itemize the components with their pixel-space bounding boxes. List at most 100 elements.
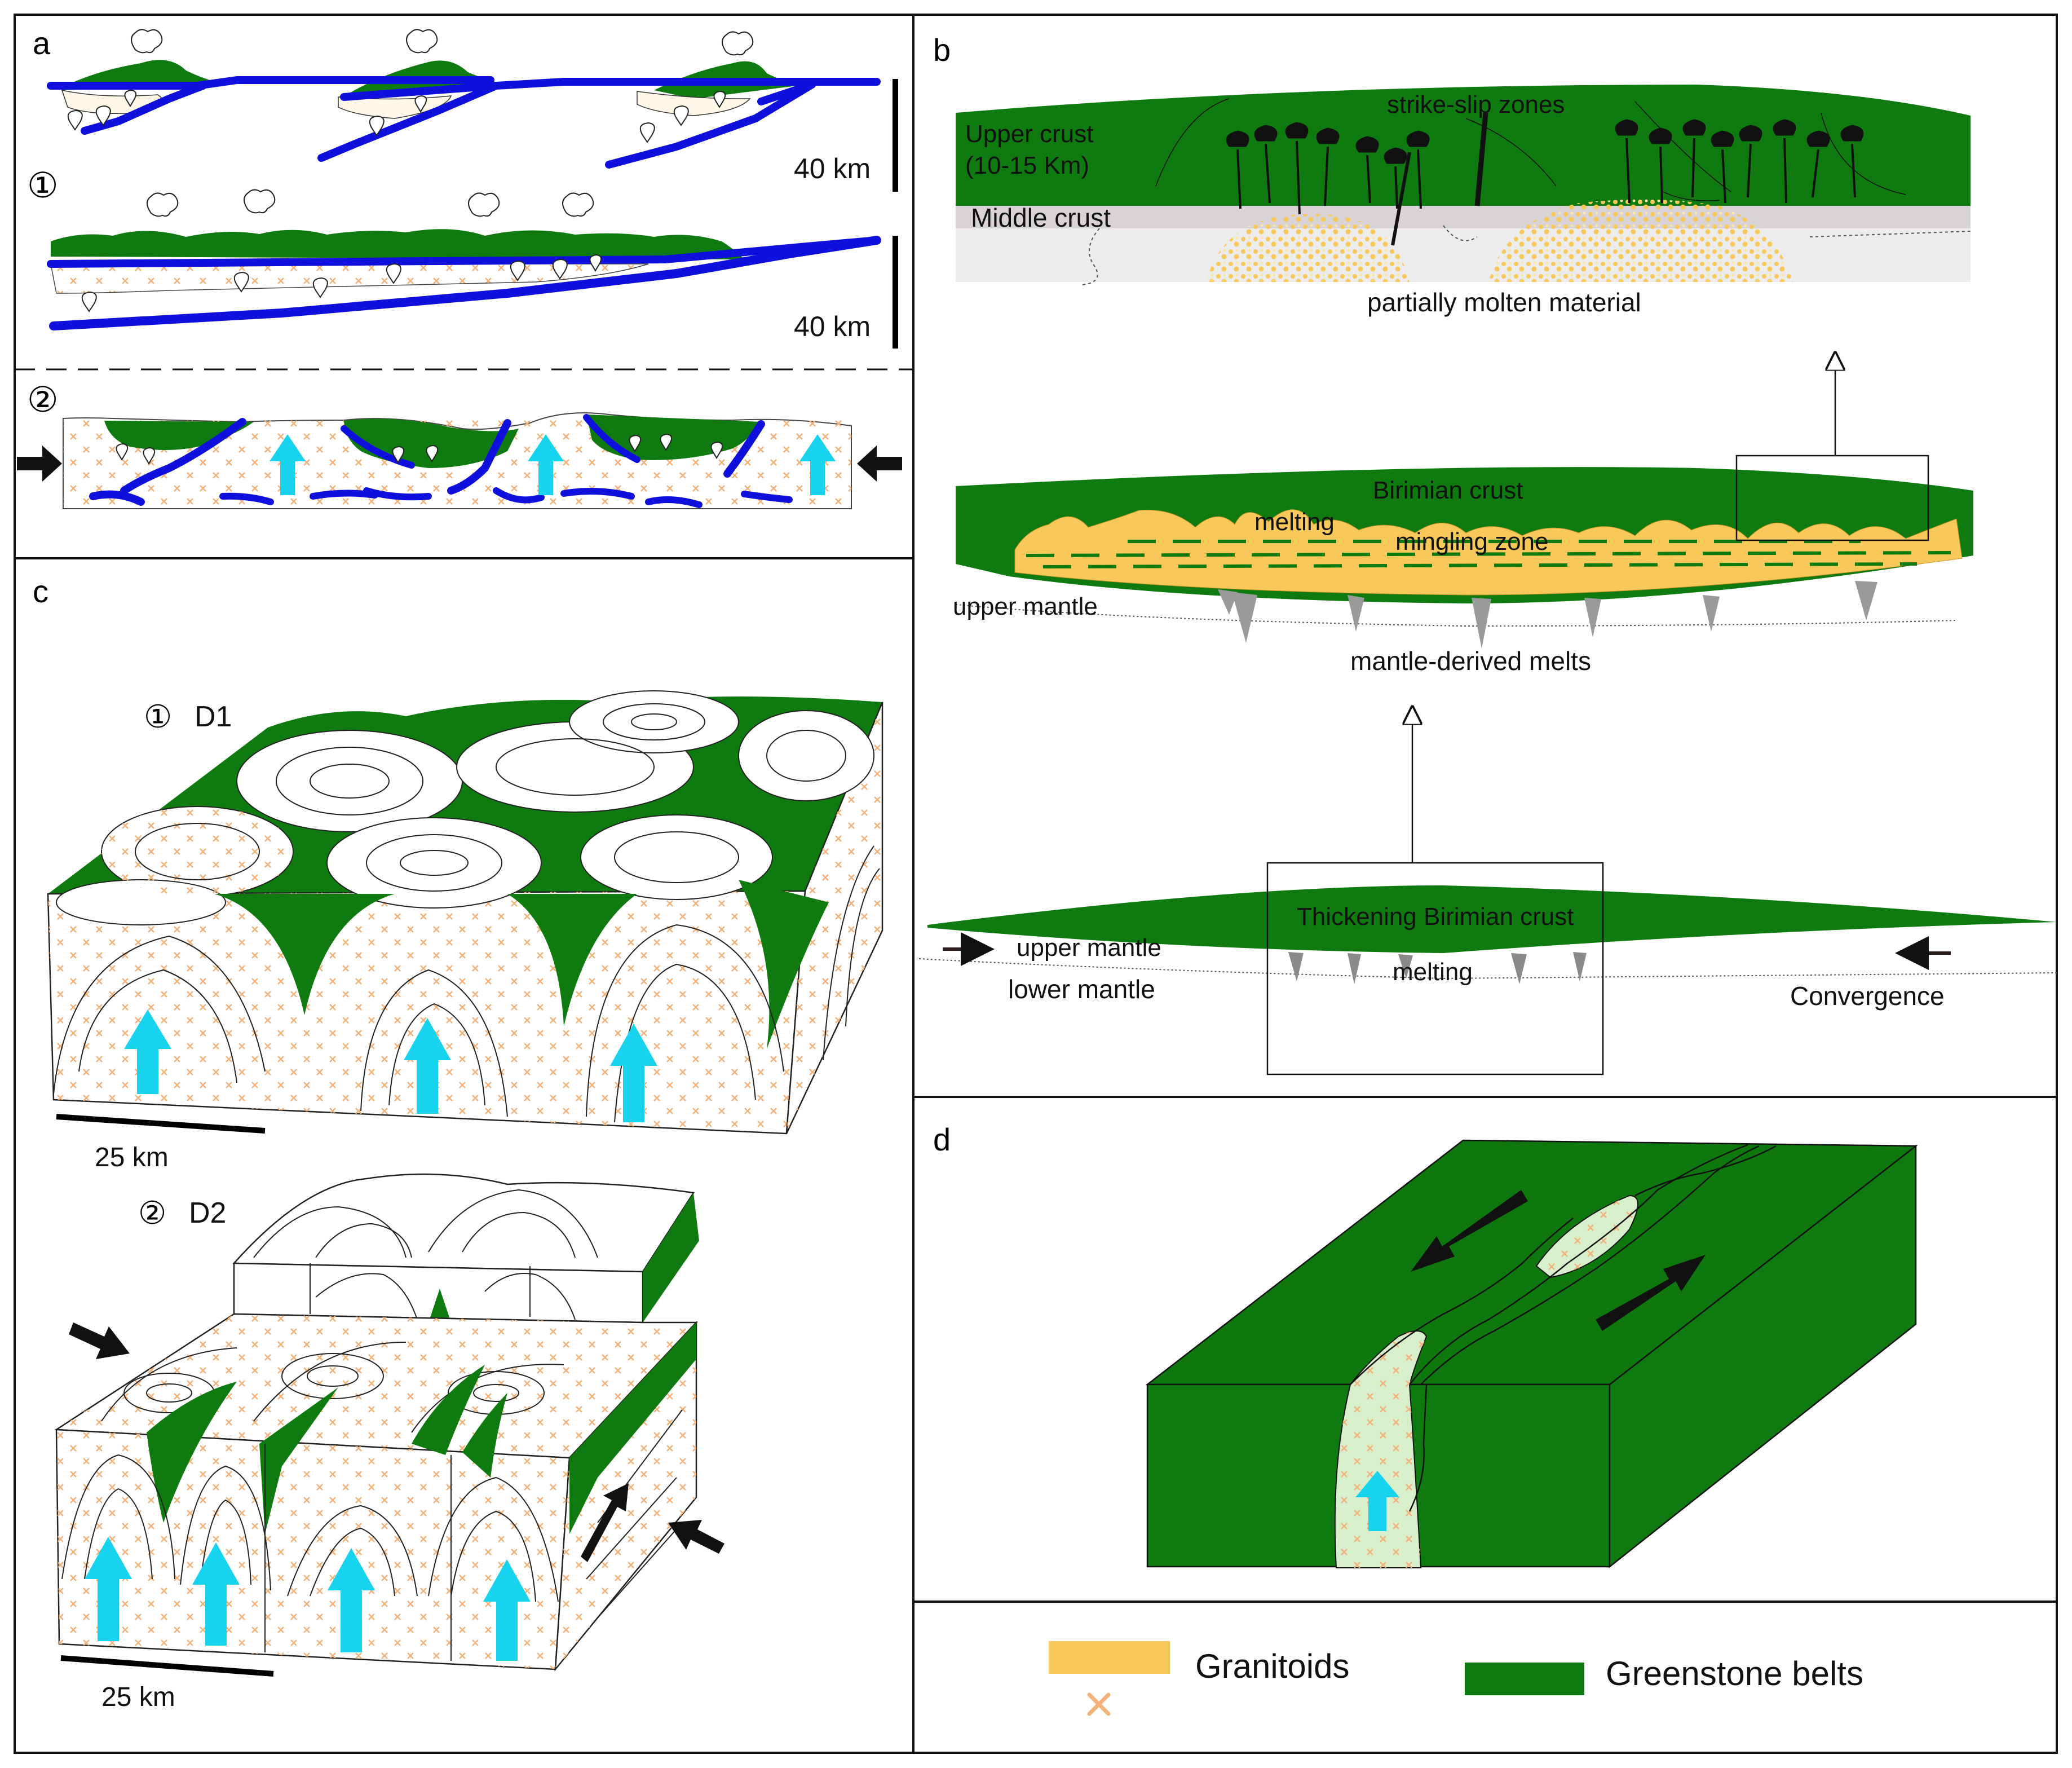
strike-slip-line-2 [1391, 152, 1411, 246]
slab-3 [605, 81, 816, 169]
panel-b: b [918, 32, 2057, 1075]
panel-c: c [33, 574, 883, 1712]
plume-icon-1 [131, 29, 163, 54]
uplift-arrow-icon [483, 1559, 531, 1661]
scale-label-c2: 25 km [101, 1682, 175, 1712]
label-melting-low: melting [1393, 958, 1473, 986]
thickening-section: Thickening Birimian crust upper mantle l… [918, 862, 2057, 1075]
d2-back-folds [253, 1189, 598, 1320]
shear-arrow-right-icon [1596, 1255, 1706, 1331]
d2-uplift-arrows [85, 1537, 531, 1661]
melt-zone-row-2 [50, 263, 649, 294]
uplift-arrow-icon [328, 1548, 375, 1652]
greenstone-syncline-1 [104, 421, 254, 451]
d1-label: D1 [195, 700, 232, 733]
label-upper-crust: Upper crust [965, 120, 1093, 148]
d2-step: ② [138, 1195, 166, 1232]
label-lower-mantle: lower mantle [1008, 975, 1155, 1004]
d2-side-green-band [569, 1322, 696, 1534]
plume-icon-3 [722, 31, 754, 56]
compression-arrow-left-icon [17, 446, 62, 482]
uplift-arrows-a [270, 434, 836, 495]
strike-slip-plumes [1226, 119, 1864, 215]
figure-frame [14, 14, 2058, 1754]
upper-crust-layer [956, 85, 1971, 206]
shear-arrow-icon [581, 1483, 629, 1562]
legend: Granitoids Greenstone belts [1049, 1641, 1863, 1716]
strike-slip-line-1 [1474, 112, 1488, 206]
uplift-arrow-d-icon [1355, 1471, 1399, 1531]
mantle-melt-spikes [1218, 581, 1877, 649]
legend-granitoid-swatch [1049, 1641, 1170, 1674]
d2-label: D2 [189, 1197, 226, 1229]
uplift-arrow-icon [799, 434, 836, 495]
slabs-compression [89, 414, 793, 508]
mingling-zone-green-streaks [1026, 540, 1951, 568]
subduction-row-1 [47, 29, 881, 169]
panel-d-letter: d [933, 1122, 951, 1157]
label-convergence: Convergence [1790, 981, 1945, 1011]
d2-back-green-wedge [428, 1289, 451, 1322]
label-mingling-zone: mingling zone [1395, 528, 1549, 555]
uplift-arrow-icon [610, 1024, 657, 1122]
compression-arrow-nw-icon [69, 1322, 130, 1359]
shear-arrow-left-icon [1411, 1190, 1528, 1272]
diapirs-row-1 [67, 89, 726, 143]
panel-d: d [933, 1122, 1918, 1568]
uplift-arrow-icon [528, 434, 564, 495]
d1-fold-arcs [53, 845, 880, 1123]
birimian-section: Birimian crust melting mingling zone upp… [953, 455, 1973, 676]
label-middle-crust: Middle crust [971, 203, 1111, 232]
legend-greenstone-swatch [1465, 1663, 1584, 1695]
d1-keel-2 [507, 894, 637, 1026]
plume-icon-6 [468, 192, 500, 217]
block-side-face [1609, 1144, 1917, 1568]
legend-granitoids-label: Granitoids [1195, 1647, 1349, 1685]
mantle-boundary-low [918, 958, 2057, 980]
crust-detail-section: strike-slip zones Upper crust (10-15 Km)… [956, 85, 1971, 317]
label-upper-mantle-mid: upper mantle [953, 593, 1098, 620]
melt-zone-3 [637, 91, 751, 116]
shear-zone-lines [1350, 1144, 1777, 1512]
plume-icon-4 [147, 192, 179, 217]
label-upper-crust-depth: (10-15 Km) [965, 152, 1089, 179]
d2-keel-1 [147, 1382, 237, 1523]
scale-bar-c2 [60, 1655, 274, 1677]
label-mantle-derived: mantle-derived melts [1350, 646, 1591, 676]
d2-keel-4 [462, 1393, 507, 1478]
d2-back-side [643, 1193, 699, 1322]
panel-a-step-1: ① [27, 165, 59, 206]
d1-uplift-arrows [124, 1009, 657, 1122]
label-partially-molten: partially molten material [1367, 288, 1641, 317]
molten-dome-2 [1488, 199, 1793, 282]
diapirs-compression [116, 433, 723, 465]
thickening-crust [927, 885, 2057, 953]
middle-crust-boundary [1082, 225, 1971, 285]
panel-a: a ① [15, 25, 913, 509]
d1-dome-contours [135, 703, 846, 892]
plume-icon-2 [406, 29, 438, 54]
uplift-arrow-icon [85, 1537, 132, 1641]
melting-spikes-low [1288, 952, 1587, 984]
compression-arrow-right-icon [857, 446, 902, 482]
crust-contours [1155, 98, 1906, 201]
d1-domes [56, 690, 874, 925]
legend-greenstone-label: Greenstone belts [1606, 1655, 1863, 1692]
uplift-arrow-icon [404, 1018, 451, 1114]
plume-icon-5 [244, 189, 276, 214]
greenstone-row-2 [51, 229, 744, 259]
slab-2 [317, 78, 881, 162]
diapirs-row-2 [81, 254, 602, 312]
label-thickening: Thickening Birimian crust [1297, 903, 1574, 931]
middle-crust-layer [956, 206, 1971, 228]
plume-icon-7 [562, 192, 594, 217]
lower-crust-layer [956, 228, 1971, 282]
legend-granitoid-cross-icon [1087, 1692, 1111, 1716]
d1-keel-1 [214, 894, 395, 1015]
panel-a-step-2: ② [27, 379, 59, 420]
zoom-box-top [1735, 455, 1929, 541]
label-birimian-crust: Birimian crust [1373, 477, 1523, 504]
panel-c-letter: c [33, 574, 48, 609]
subduction-row-2 [47, 189, 881, 330]
d2-block: ② D2 [54, 1173, 724, 1712]
